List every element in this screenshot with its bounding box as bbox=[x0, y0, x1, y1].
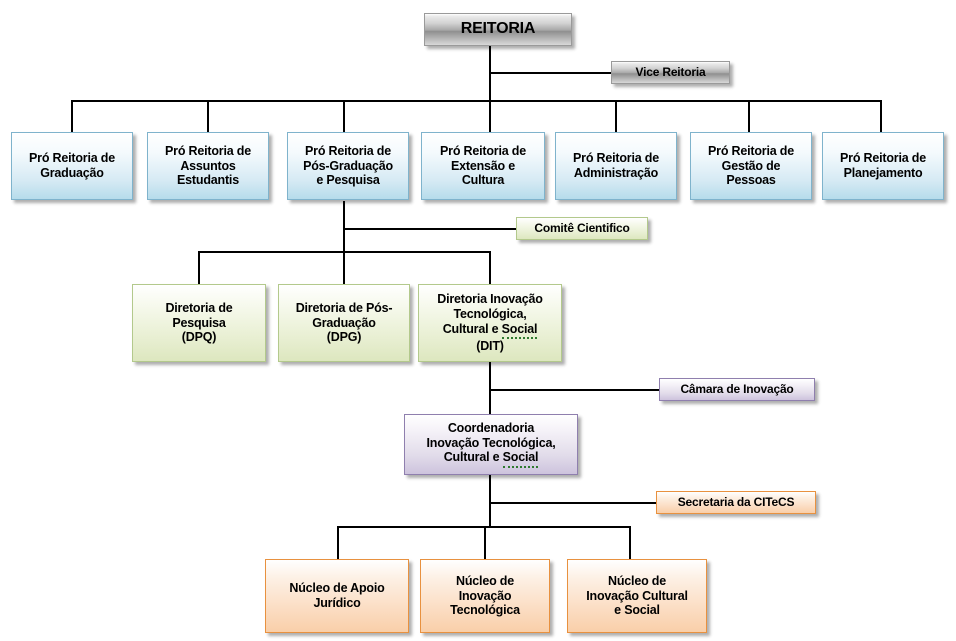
node-vice-reitoria-label: Vice Reitoria bbox=[635, 65, 706, 80]
node-dpg-line2: Graduação bbox=[312, 315, 376, 330]
node-camara-label: Câmara de Inovação bbox=[680, 382, 794, 397]
node-dit-line2: Tecnológica, bbox=[453, 306, 527, 321]
node-diretoria-pesquisa[interactable]: Diretoria de Pesquisa (DPQ) bbox=[132, 284, 266, 362]
node-pr-assuntos-line1: Pró Reitoria de bbox=[165, 143, 251, 158]
node-nucleo-juridico-line1: Núcleo de Apoio bbox=[289, 581, 385, 596]
node-dit-line4: (DIT) bbox=[476, 339, 504, 354]
node-pr-administracao-line2: Administração bbox=[573, 166, 659, 180]
node-nucleo-apoio-juridico[interactable]: Núcleo de Apoio Jurídico bbox=[265, 559, 409, 633]
node-pro-reitoria-assuntos-estudantis[interactable]: Pró Reitoria de Assuntos Estudantis bbox=[147, 132, 269, 200]
node-camara-inovacao[interactable]: Câmara de Inovação bbox=[659, 378, 815, 401]
edge-drop-dpq bbox=[198, 251, 200, 284]
node-coordenadoria-line1: Coordenadoria bbox=[447, 420, 535, 435]
node-diretoria-inovacao-tecnologica[interactable]: Diretoria Inovação Tecnológica, Cultural… bbox=[418, 284, 562, 362]
node-dpq-line1: Diretoria de bbox=[165, 300, 233, 315]
node-nucleo-tec-line1: Núcleo de bbox=[456, 573, 514, 588]
edge-dit-camara bbox=[489, 389, 659, 391]
edge-drop-nucleo-juridico bbox=[337, 526, 339, 559]
node-vice-reitoria[interactable]: Vice Reitoria bbox=[611, 61, 730, 84]
node-pr-graduacao-line1: Pró Reitoria de bbox=[29, 151, 115, 166]
edge-drop-assuntos bbox=[207, 100, 209, 132]
edge-drop-nucleo-cultural bbox=[629, 526, 631, 559]
node-dit-line1: Diretoria Inovação bbox=[437, 292, 543, 306]
edge-drop-administracao bbox=[615, 100, 617, 132]
node-pr-planejamento-line1: Pró Reitoria de bbox=[840, 151, 926, 166]
node-nucleo-tec-line3: Tecnológica bbox=[450, 603, 520, 618]
edge-drop-dit bbox=[489, 251, 491, 284]
edge-drop-gestao bbox=[748, 100, 750, 132]
edge-proreitoria-bus bbox=[71, 100, 881, 102]
edge-reitoria-vice bbox=[489, 72, 611, 74]
edge-drop-extensao bbox=[489, 100, 491, 132]
node-pr-extensao-line2: Extensão e bbox=[450, 158, 515, 173]
node-comite-cientifico[interactable]: Comitê Cientifico bbox=[516, 217, 648, 240]
node-pr-graduacao-line2: Graduação bbox=[40, 166, 104, 180]
node-nucleo-inovacao-cultural-social[interactable]: Núcleo de Inovação Cultural e Social bbox=[567, 559, 707, 633]
node-pr-gestao-line1: Pró Reitoria de bbox=[708, 143, 794, 158]
node-diretoria-pos-graduacao[interactable]: Diretoria de Pós- Graduação (DPG) bbox=[278, 284, 410, 362]
node-pr-extensao-line3: Cultura bbox=[461, 173, 505, 188]
node-pro-reitoria-administracao[interactable]: Pró Reitoria de Administração bbox=[555, 132, 677, 200]
edge-coord-secretaria bbox=[489, 502, 656, 504]
node-pr-assuntos-line2: Assuntos bbox=[180, 158, 236, 173]
node-dpg-line1: Diretoria de Pós- bbox=[295, 300, 393, 315]
node-reitoria-label: REITORIA bbox=[460, 20, 536, 38]
node-nucleo-cultural-line2: Inovação Cultural bbox=[586, 588, 688, 603]
node-secretaria-label: Secretaria da CITeCS bbox=[677, 495, 795, 510]
node-comite-label: Comitê Cientifico bbox=[534, 221, 630, 236]
node-pr-administracao-line1: Pró Reitoria de bbox=[573, 151, 659, 166]
node-coordenadoria-line3b-misspelled: Social bbox=[502, 450, 538, 469]
node-pr-gestao-line2: Gestão de bbox=[721, 158, 781, 173]
node-dpg-line3: (DPG) bbox=[326, 330, 362, 345]
node-pro-reitoria-gestao-pessoas[interactable]: Pró Reitoria de Gestão de Pessoas bbox=[690, 132, 812, 200]
edge-pos-comite bbox=[343, 228, 516, 230]
node-pro-reitoria-planejamento[interactable]: Pró Reitoria de Planejamento bbox=[822, 132, 944, 200]
node-nucleo-cultural-line1: Núcleo de bbox=[608, 573, 666, 588]
node-coordenadoria-line3a: Cultural e bbox=[443, 450, 503, 465]
node-nucleo-cultural-line3: e Social bbox=[614, 603, 660, 618]
node-dit-line3a: Cultural e bbox=[442, 321, 502, 336]
node-coordenadoria-inovacao[interactable]: Coordenadoria Inovação Tecnológica, Cult… bbox=[404, 414, 578, 475]
edge-reitoria-stem bbox=[489, 46, 491, 102]
edge-nucleos-bus bbox=[337, 526, 629, 528]
node-pro-reitoria-extensao-cultura[interactable]: Pró Reitoria de Extensão e Cultura bbox=[421, 132, 545, 200]
node-dit-line3b-misspelled: Social bbox=[501, 322, 537, 340]
node-reitoria[interactable]: REITORIA bbox=[424, 13, 572, 46]
node-nucleo-inovacao-tecnologica[interactable]: Núcleo de Inovação Tecnológica bbox=[420, 559, 550, 633]
node-pro-reitoria-pos-graduacao-pesquisa[interactable]: Pró Reitoria de Pós-Graduação e Pesquisa bbox=[287, 132, 409, 200]
edge-drop-planejamento bbox=[880, 100, 882, 132]
edge-drop-pos bbox=[343, 100, 345, 132]
node-pr-assuntos-line3: Estudantis bbox=[177, 173, 239, 188]
node-secretaria-citecs[interactable]: Secretaria da CITeCS bbox=[656, 491, 816, 514]
node-pr-pos-line2: Pós-Graduação bbox=[303, 158, 393, 173]
node-nucleo-juridico-line2: Jurídico bbox=[313, 596, 361, 610]
node-dpq-line3: (DPQ) bbox=[181, 330, 217, 345]
edge-coordenadoria-stem bbox=[489, 475, 491, 527]
node-nucleo-tec-line2: Inovação bbox=[458, 588, 512, 603]
node-pr-pos-line1: Pró Reitoria de bbox=[305, 143, 391, 158]
node-coordenadoria-line2: Inovação Tecnológica, bbox=[426, 435, 556, 450]
node-pr-planejamento-line2: Planejamento bbox=[843, 166, 923, 180]
node-dpq-line2: Pesquisa bbox=[172, 315, 226, 330]
node-pr-pos-line3: e Pesquisa bbox=[316, 173, 380, 188]
edge-drop-graduacao bbox=[71, 100, 73, 132]
edge-drop-dpg bbox=[343, 251, 345, 284]
edge-pos-stem bbox=[343, 201, 345, 285]
node-pro-reitoria-graduacao[interactable]: Pró Reitoria de Graduação bbox=[11, 132, 133, 200]
node-pr-extensao-line1: Pró Reitoria de bbox=[440, 143, 526, 158]
edge-dit-stem bbox=[489, 362, 491, 414]
node-pr-gestao-line3: Pessoas bbox=[726, 173, 776, 188]
edge-drop-nucleo-tec bbox=[484, 526, 486, 559]
